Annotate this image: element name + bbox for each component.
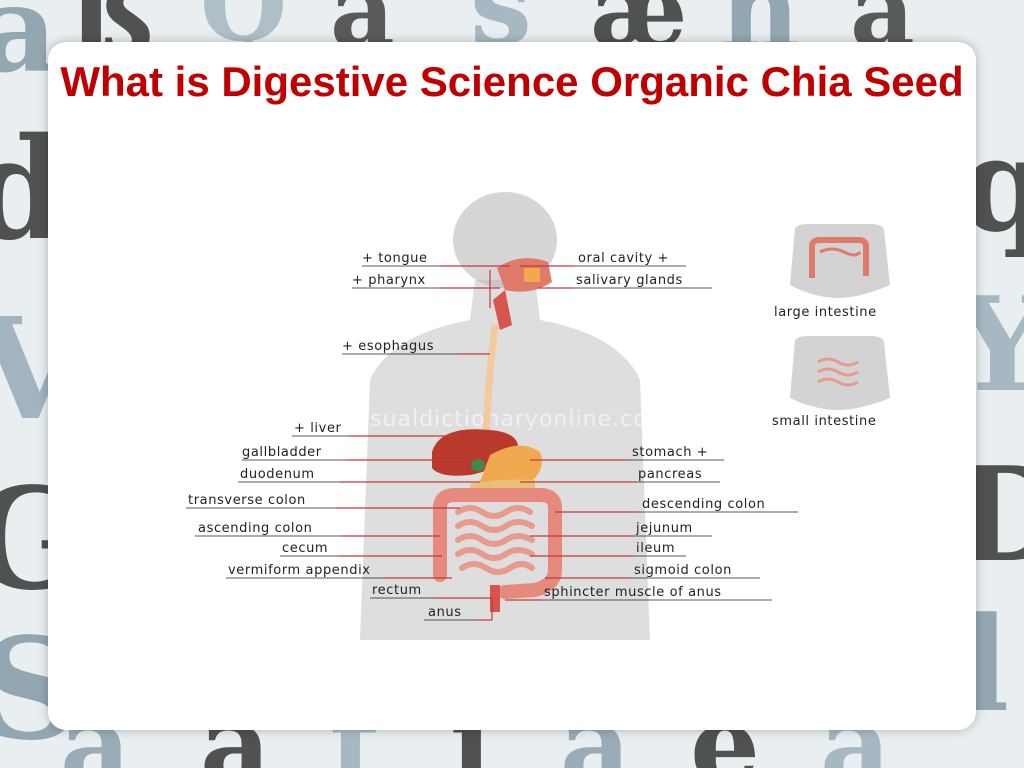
label-duodenum: duodenum	[240, 467, 315, 482]
watermark-text: www.visualdictionaryonline.com	[286, 407, 670, 432]
label-cecum: cecum	[282, 541, 328, 556]
label-oral-cavity: oral cavity +	[578, 251, 669, 266]
label-ileum: ileum	[636, 541, 675, 556]
label-vermiform-appendix: vermiform appendix	[228, 563, 371, 578]
label-salivary-glands: salivary glands	[576, 273, 683, 288]
esophagus	[482, 324, 499, 441]
stomach	[480, 445, 542, 490]
inset-large-intestine: large intestine	[774, 224, 890, 320]
leader-lines-right	[505, 265, 798, 601]
label-esophagus: + esophagus	[342, 339, 434, 354]
label-liver: + liver	[294, 421, 342, 436]
label-anus: anus	[428, 605, 462, 620]
leader-lines-left	[186, 265, 510, 621]
labels-left: + tongue + pharynx + esophagus + liver g…	[188, 251, 462, 620]
label-pharynx: + pharynx	[352, 273, 426, 288]
label-stomach: stomach +	[632, 445, 708, 460]
label-tongue: + tongue	[362, 251, 428, 266]
slide-title: What is Digestive Science Organic Chia S…	[60, 58, 964, 105]
label-small-intestine: small intestine	[772, 414, 876, 429]
gallbladder	[471, 459, 485, 471]
label-jejunum: jejunum	[635, 521, 693, 536]
label-sigmoid-colon: sigmoid colon	[634, 563, 732, 578]
label-pancreas: pancreas	[638, 467, 702, 482]
inset-small-intestine: small intestine	[772, 336, 890, 429]
large-intestine	[433, 488, 562, 599]
label-large-intestine: large intestine	[774, 305, 877, 320]
label-sphincter-muscle-of-anus: sphincter muscle of anus	[544, 585, 722, 600]
label-rectum: rectum	[372, 583, 422, 598]
labels-right: oral cavity + salivary glands stomach + …	[544, 251, 765, 600]
small-intestine	[455, 505, 535, 575]
label-gallbladder: gallbladder	[242, 445, 322, 460]
label-descending-colon: descending colon	[642, 497, 765, 512]
label-transverse-colon: transverse colon	[188, 493, 306, 508]
label-ascending-colon: ascending colon	[198, 521, 313, 536]
